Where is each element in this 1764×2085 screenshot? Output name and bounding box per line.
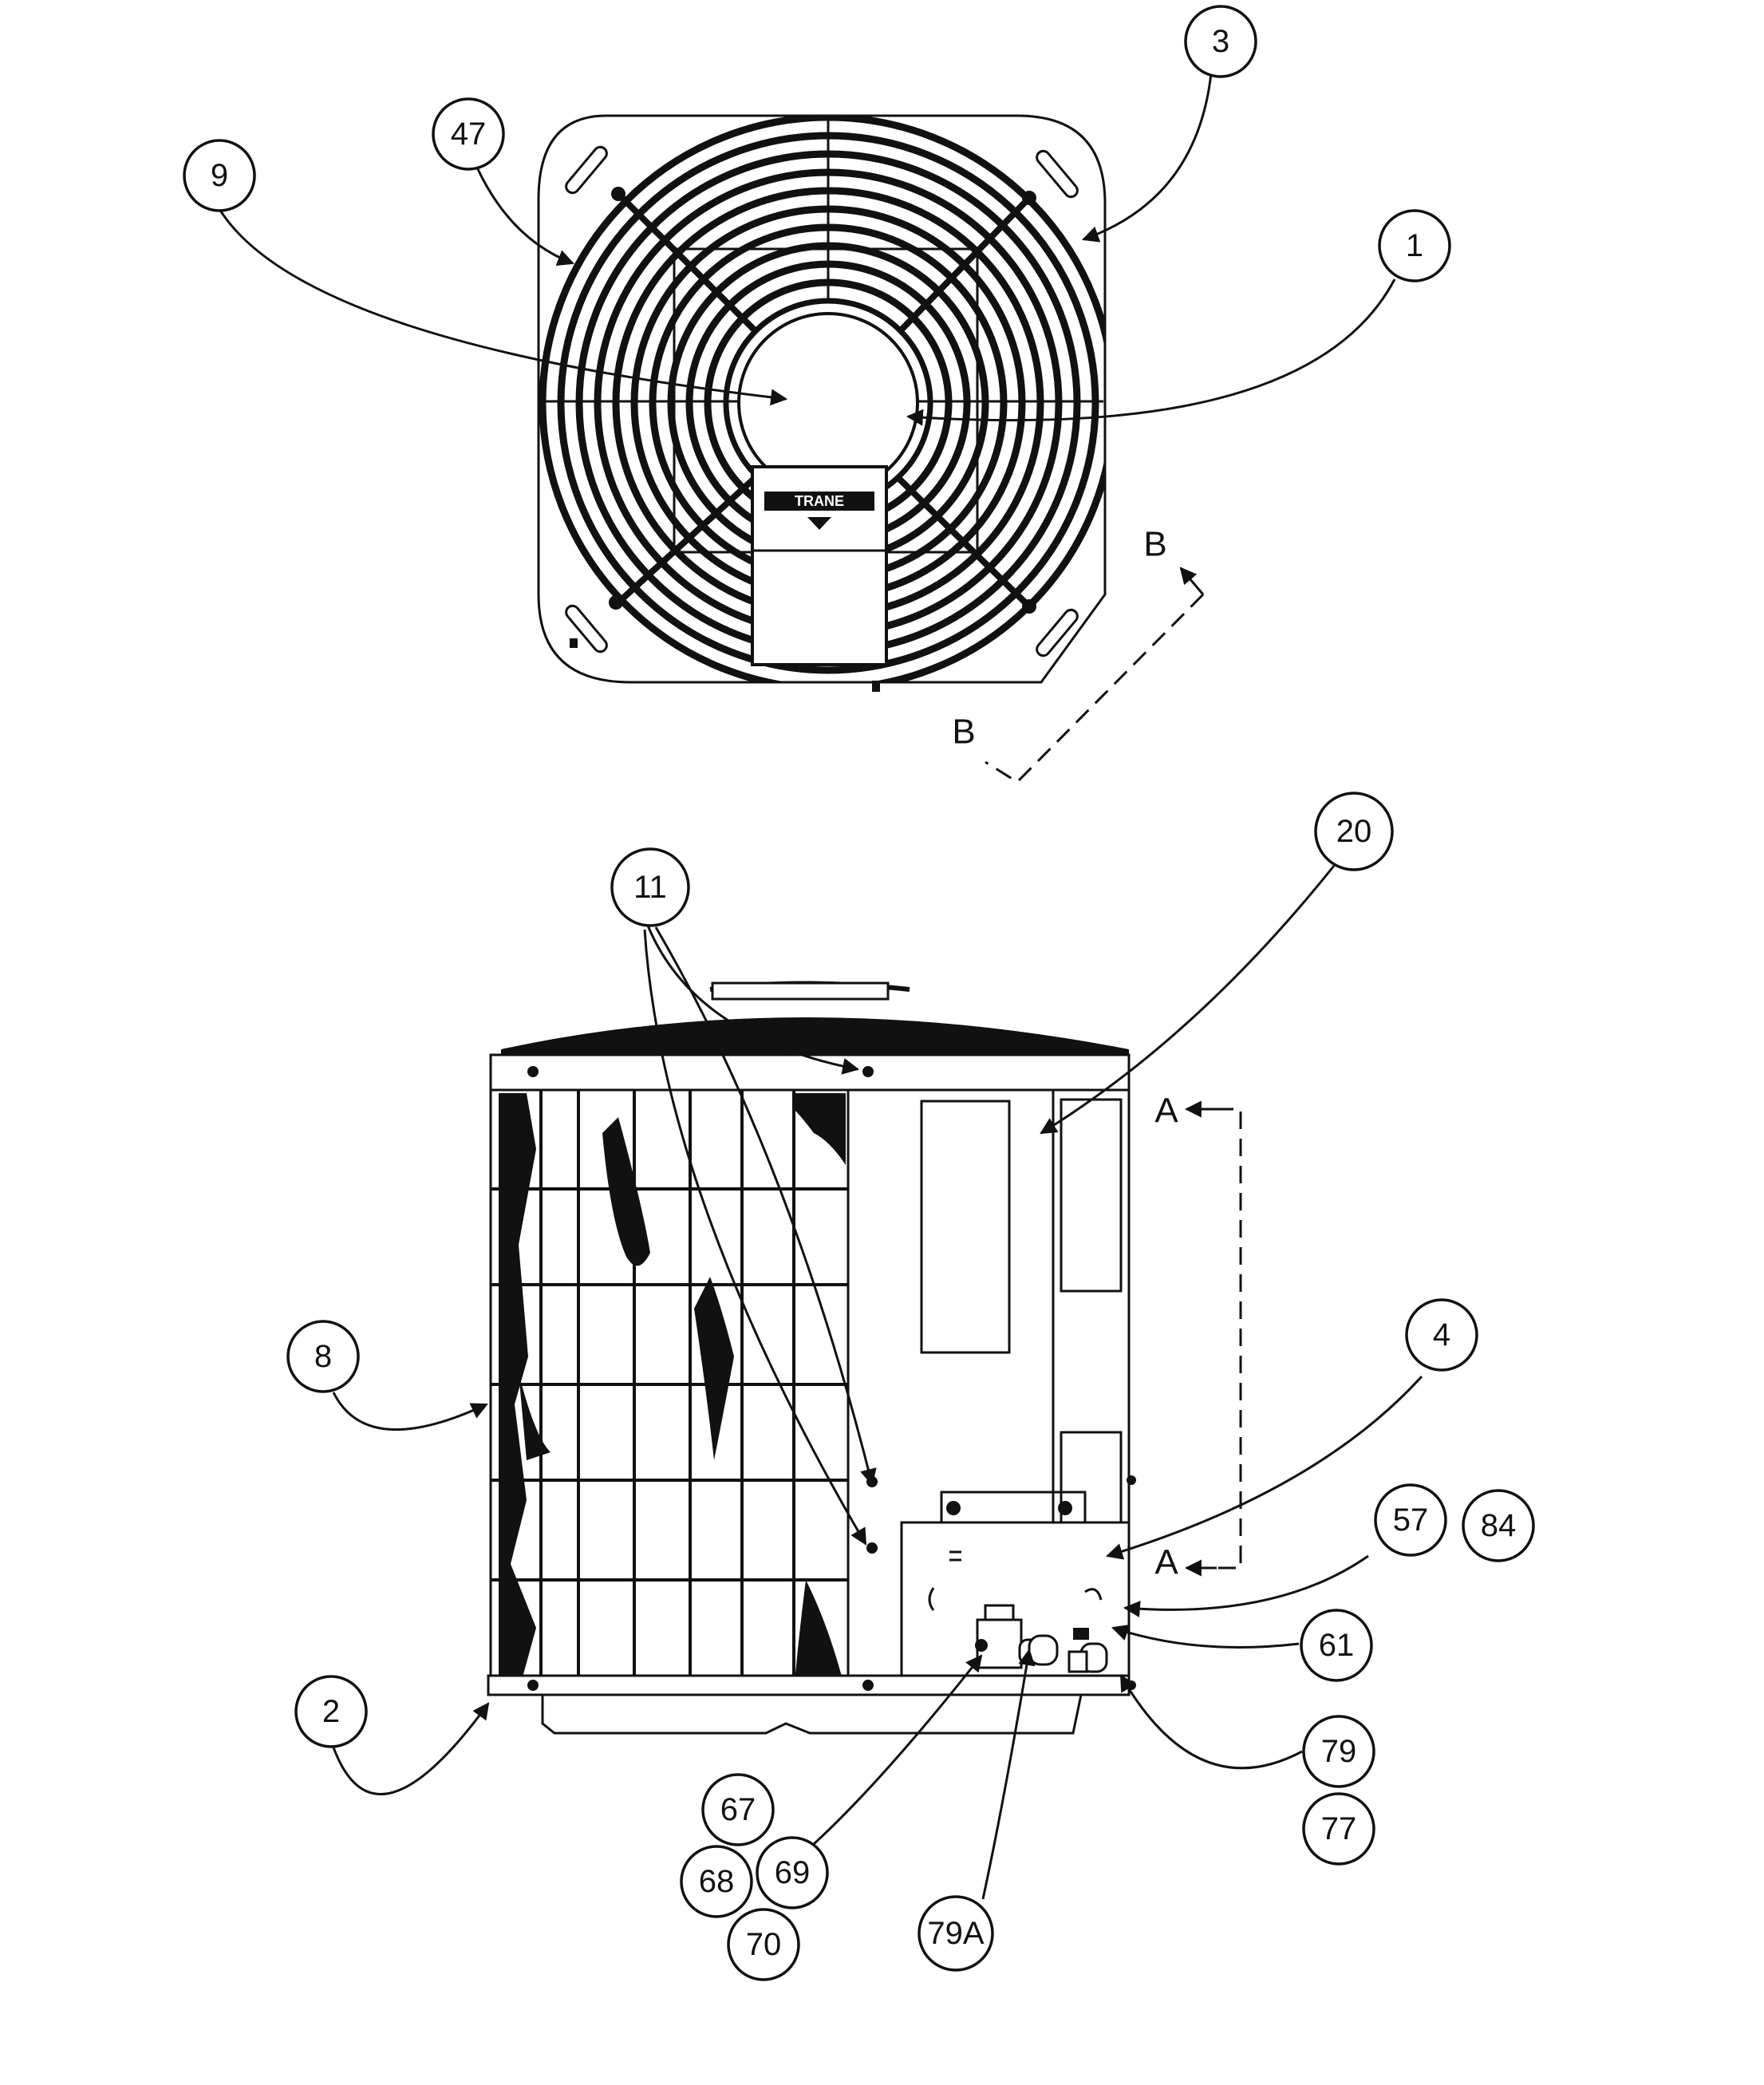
section-b-lower: B [952, 713, 975, 752]
top-view-fan-guard: TRANE [537, 114, 1107, 692]
fan-guard-brand-text: TRANE [795, 493, 844, 509]
callout-70: 70 [727, 1908, 800, 1981]
section-a-lower: A [1154, 1543, 1178, 1582]
callout-77-label: 77 [1321, 1811, 1357, 1846]
callout-20-label: 20 [1336, 814, 1372, 849]
callout-47-label: 47 [451, 116, 487, 152]
callout-84: 84 [1462, 1489, 1535, 1562]
section-a-a: A A [1154, 1092, 1242, 1582]
callout-20: 20 [1314, 792, 1394, 871]
callout-69-label: 69 [775, 1855, 811, 1890]
callout-47: 47 [432, 97, 505, 171]
top-panel-outline [537, 114, 1107, 684]
callout-79-label: 79 [1321, 1734, 1357, 1769]
callout-4-label: 4 [1433, 1317, 1450, 1352]
callout-77: 77 [1302, 1792, 1375, 1866]
callout-1: 1 [1378, 209, 1451, 282]
section-b-b: B B [952, 525, 1205, 784]
callout-68-label: 68 [699, 1864, 735, 1899]
callout-3: 3 [1184, 5, 1257, 78]
fan-guard-label-plate: TRANE [751, 465, 888, 666]
callout-1-label: 1 [1406, 228, 1423, 263]
callout-79: 79 [1302, 1715, 1375, 1788]
callout-57: 57 [1374, 1483, 1447, 1557]
callout-2: 2 [294, 1675, 368, 1748]
callout-79a-label: 79A [927, 1916, 984, 1951]
section-a-upper: A [1154, 1092, 1178, 1131]
service-valve-area [900, 1491, 1131, 1696]
callout-9: 9 [183, 139, 256, 212]
callout-61-label: 61 [1319, 1628, 1355, 1663]
callout-79a: 79A [918, 1895, 994, 1972]
front-view-unit [487, 981, 1136, 1735]
callout-67: 67 [701, 1773, 775, 1846]
base-pan [541, 1694, 1083, 1735]
callout-57-label: 57 [1393, 1503, 1429, 1538]
base-rail [487, 1674, 1131, 1696]
callout-69: 69 [756, 1836, 829, 1909]
callout-70-label: 70 [746, 1927, 782, 1962]
spoke-bolts [609, 187, 1036, 614]
callout-11: 11 [610, 847, 690, 927]
section-b-upper: B [1143, 525, 1166, 564]
coil-guard [489, 1088, 850, 1696]
guard-spokes [616, 192, 1032, 609]
callout-61: 61 [1300, 1609, 1373, 1682]
top-rail [489, 1053, 1131, 1092]
callout-67-label: 67 [720, 1792, 756, 1827]
top-louvres [501, 981, 1129, 1061]
callout-68: 68 [680, 1845, 753, 1918]
callout-3-label: 3 [1212, 24, 1229, 59]
leader-lines [218, 73, 1423, 1900]
callout-8: 8 [286, 1320, 360, 1393]
corner-slots [565, 145, 1079, 657]
callout-2-label: 2 [322, 1694, 340, 1729]
callout-84-label: 84 [1481, 1508, 1517, 1543]
callout-11-label: 11 [633, 870, 667, 905]
callout-9-label: 9 [211, 158, 228, 193]
callout-8-label: 8 [314, 1339, 332, 1374]
callout-4: 4 [1405, 1298, 1478, 1372]
